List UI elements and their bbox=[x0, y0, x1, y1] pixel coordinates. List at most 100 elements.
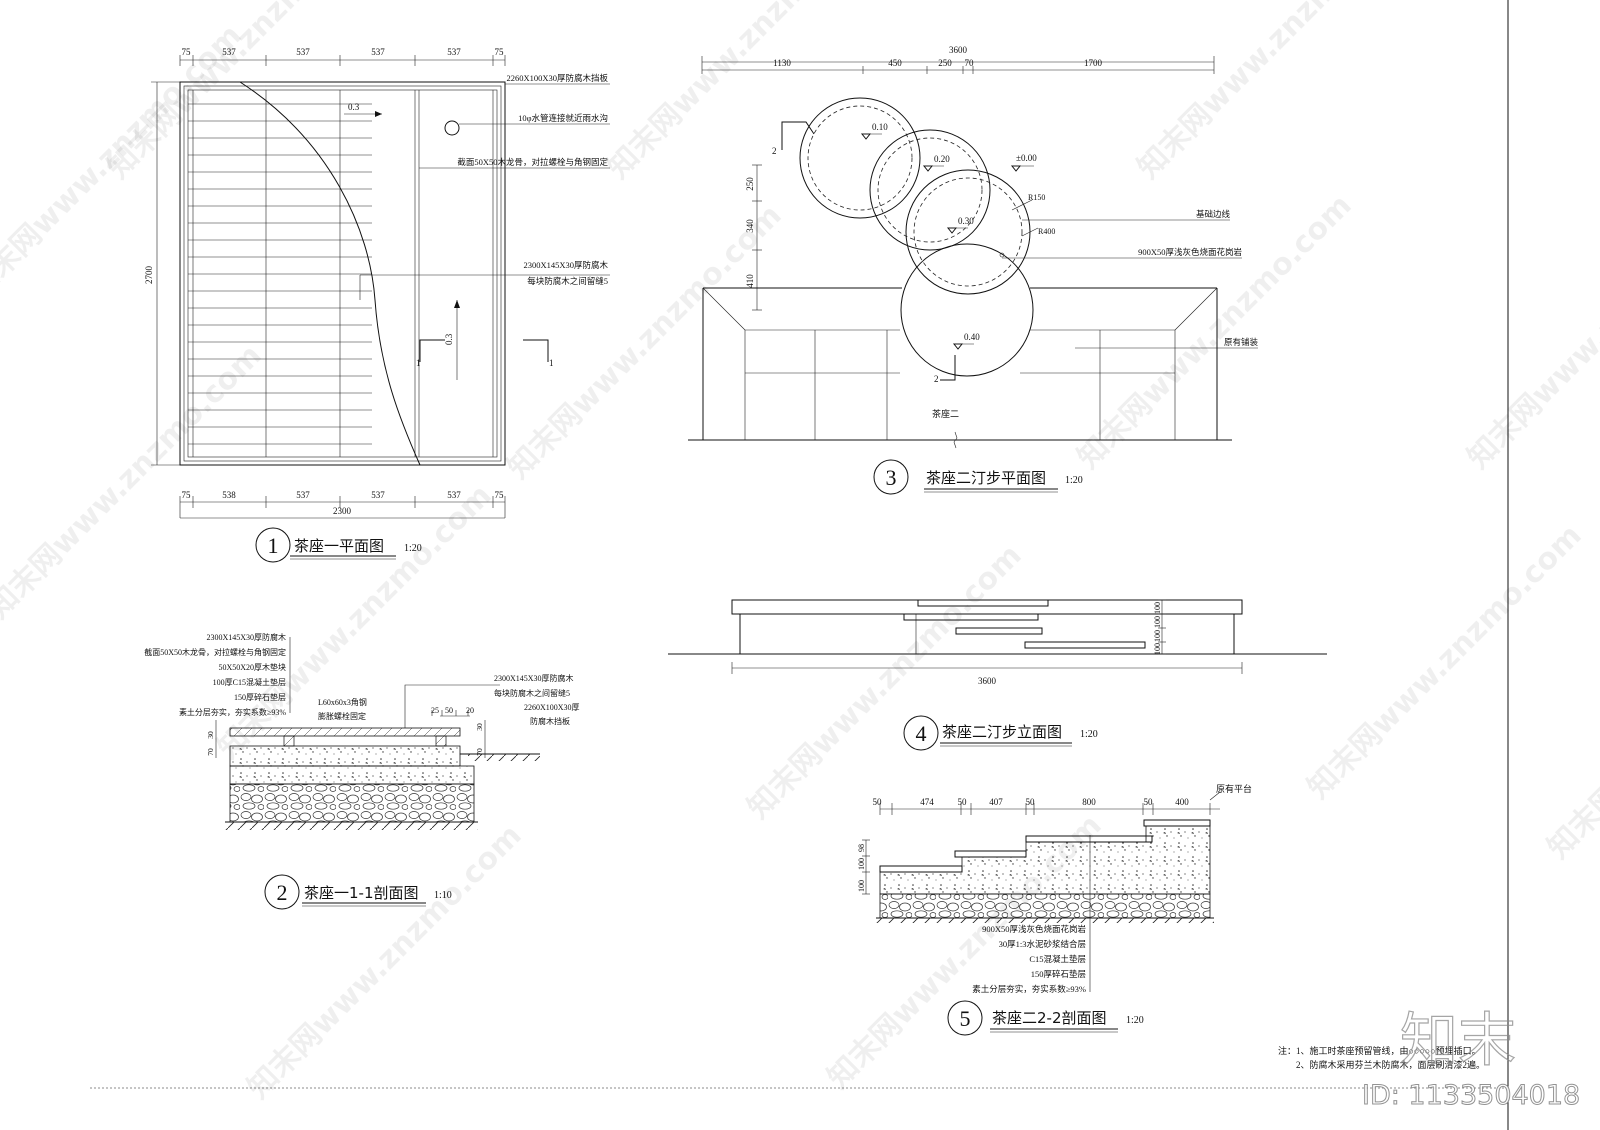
d5-dim-5: 800 bbox=[1082, 797, 1096, 807]
d1-dim-top-3: 537 bbox=[371, 47, 385, 57]
d3-vdim-1: 340 bbox=[745, 219, 755, 233]
d5-note-2: C15混凝土垫层 bbox=[1029, 954, 1086, 964]
d1-title-num: 1 bbox=[268, 533, 279, 558]
d2-note-left-3: 100厚C15混凝土垫层 bbox=[213, 677, 286, 687]
d5-dim-3: 407 bbox=[989, 797, 1003, 807]
d4-title: 茶座二汀步立面图 bbox=[942, 723, 1062, 741]
d2-left-notes: 2300X145X30厚防腐木 截面50X50木龙骨，对拉螺栓与角钢固定 50X… bbox=[144, 632, 286, 717]
d1-section-mark-left: 1 bbox=[416, 358, 421, 368]
d2-note-right-3: 防腐木挡板 bbox=[530, 716, 570, 726]
d5-note-0: 900X50厚浅灰色烧面花岗岩 bbox=[982, 924, 1086, 934]
d3-vdim-0: 250 bbox=[745, 177, 755, 191]
watermark-text: 知末网www.znzmo.com bbox=[0, 338, 269, 626]
drawing-2-section: 2300X145X30厚防腐木 截面50X50木龙骨，对拉螺栓与角钢固定 50X… bbox=[144, 632, 580, 910]
d2-note-mid-1: 膨胀螺栓固定 bbox=[318, 711, 366, 721]
d1-curve-edge bbox=[239, 81, 421, 466]
d4-title-num: 4 bbox=[916, 721, 927, 746]
d1-dim-bottom-4: 537 bbox=[447, 490, 461, 500]
d2-dim-small-6: 30 bbox=[475, 723, 484, 731]
d2-note-left-1: 截面50X50木龙骨，对拉螺栓与角钢固定 bbox=[144, 647, 286, 657]
d1-slope-b: 0.3 bbox=[444, 333, 454, 345]
d5-vdim-2: 98 bbox=[857, 844, 866, 852]
d3-note-2: 原有铺装 bbox=[1224, 337, 1259, 347]
d1-dim-top-4: 537 bbox=[447, 47, 461, 57]
d1-dim-bottom-3: 537 bbox=[371, 490, 385, 500]
watermark-text: 知末网www.znzmo.com bbox=[1301, 518, 1589, 806]
d3-dim-3: 70 bbox=[965, 58, 975, 68]
d3-level-1: 0.20 bbox=[934, 154, 950, 164]
d2-note-right-0: 2300X145X30厚防腐木 bbox=[494, 673, 574, 683]
d5-existing: 原有平台 bbox=[1216, 783, 1252, 794]
d5-scale: 1:20 bbox=[1126, 1015, 1144, 1026]
d4-vdim-0: 100 bbox=[1153, 602, 1162, 614]
d5-dim-6: 50 bbox=[1144, 797, 1154, 807]
d1-dim-bottom-1: 538 bbox=[222, 490, 236, 500]
d3-title: 茶座二汀步平面图 bbox=[926, 469, 1046, 487]
d3-dim-total: 3600 bbox=[949, 45, 968, 55]
d2-title-num: 2 bbox=[277, 880, 288, 905]
d5-title: 茶座二2-2剖面图 bbox=[992, 1009, 1107, 1027]
brand-logo: 知末 bbox=[1400, 1006, 1516, 1074]
d5-ticks bbox=[879, 803, 1211, 815]
d1-slope-a: 0.3 bbox=[348, 102, 360, 112]
d4-vdim-1: 100 bbox=[1153, 616, 1162, 628]
d1-dim-height: 2700 bbox=[144, 266, 154, 285]
d2-dim-small-3: 30 bbox=[206, 731, 215, 739]
d2-note-left-5: 素土分层夯实，夯实系数≥93% bbox=[179, 707, 286, 717]
d5-note-4: 素土分层夯实，夯实系数≥93% bbox=[972, 984, 1086, 994]
d3-radius-0: R150 bbox=[1028, 193, 1045, 202]
d4-vdim-3: 100 bbox=[1153, 643, 1162, 655]
d1-top-ticks bbox=[179, 55, 506, 66]
footer-note-1: 2、防腐木采用芬兰木防腐木，面层刷清漆2遍。 bbox=[1296, 1059, 1485, 1070]
watermark-text: 知末网www.znzmo.com bbox=[1541, 578, 1600, 866]
d1-dim-bottom-2: 537 bbox=[296, 490, 310, 500]
d1-dim-total: 2300 bbox=[333, 506, 352, 516]
d3-level-3: 0.40 bbox=[964, 332, 980, 342]
watermark-text: 知末网www.znzmo.com bbox=[241, 818, 529, 1106]
d1-drain-pipe bbox=[444, 120, 460, 136]
d3-radius-1: R400 bbox=[1038, 227, 1055, 236]
d5-dim-7: 400 bbox=[1175, 797, 1189, 807]
d4-dim-total: 3600 bbox=[978, 676, 997, 686]
d1-section-mark-right: 1 bbox=[549, 358, 554, 368]
d3-title-num: 3 bbox=[886, 465, 897, 490]
d3-note-1: 900X50厚浅灰色烧面花岗岩 bbox=[1138, 247, 1242, 257]
d3-dim-1: 450 bbox=[888, 58, 902, 68]
d1-dim-top-5: 75 bbox=[495, 47, 505, 57]
d5-note-1: 30厚1:3水泥砂浆结合层 bbox=[999, 939, 1086, 949]
d2-note-right-2: 2260X100X30厚 bbox=[524, 703, 580, 712]
d3-level-2: 0.30 bbox=[958, 216, 974, 226]
d5-dim-1: 474 bbox=[920, 797, 934, 807]
d5-vdim-0: 100 bbox=[857, 880, 866, 892]
d2-dim-small-0: 25 bbox=[431, 706, 439, 715]
d4-scale: 1:20 bbox=[1080, 729, 1098, 740]
d5-title-num: 5 bbox=[960, 1006, 971, 1031]
d3-level-0: 0.10 bbox=[872, 122, 888, 132]
d3-note-0: 基础边线 bbox=[1196, 209, 1231, 219]
drawing-5-section: 50 474 50 407 50 800 50 400 原有平台 100 100… bbox=[857, 783, 1252, 1036]
d1-dim-top-0: 75 bbox=[182, 47, 192, 57]
d2-note-left-0: 2300X145X30厚防腐木 bbox=[206, 632, 286, 642]
watermark-text: 知末网www.znzmo.com bbox=[1131, 0, 1419, 186]
id-label: ID: 1133504018 bbox=[1362, 1080, 1580, 1111]
d3-section-mark-bottom: 2 bbox=[934, 374, 939, 384]
d2-dim-small-5: 70 bbox=[475, 748, 484, 756]
d3-vdim-2: 410 bbox=[745, 274, 755, 288]
d5-dim-2: 50 bbox=[958, 797, 968, 807]
watermark-text: 知末网www.znzmo.com bbox=[501, 198, 789, 486]
d2-dim-small-4: 70 bbox=[206, 748, 215, 756]
drawing-1-plan: 75 537 537 537 537 75 2700 0.3 0.3 1 1 bbox=[144, 47, 610, 563]
d5-vdim-1: 100 bbox=[857, 858, 866, 870]
d1-dim-bottom-0: 75 bbox=[182, 490, 192, 500]
d5-note-3: 150厚碎石垫层 bbox=[1031, 969, 1086, 979]
d3-dim-0: 1130 bbox=[773, 58, 791, 68]
d1-note-2: 截面50X50木龙骨，对拉螺栓与角钢固定 bbox=[457, 157, 608, 167]
d3-dim-2: 250 bbox=[938, 58, 952, 68]
d2-title: 茶座一1-1剖面图 bbox=[304, 884, 419, 902]
d2-scale: 1:10 bbox=[434, 890, 452, 901]
d3-dim-4: 1700 bbox=[1084, 58, 1103, 68]
d3-level-4: ±0.00 bbox=[1016, 153, 1037, 163]
watermark-layer: 知末网www.znzmo.com知末网www.znzmo.com知末网www.z… bbox=[0, 0, 1600, 1106]
d1-decking-boards bbox=[188, 103, 372, 445]
